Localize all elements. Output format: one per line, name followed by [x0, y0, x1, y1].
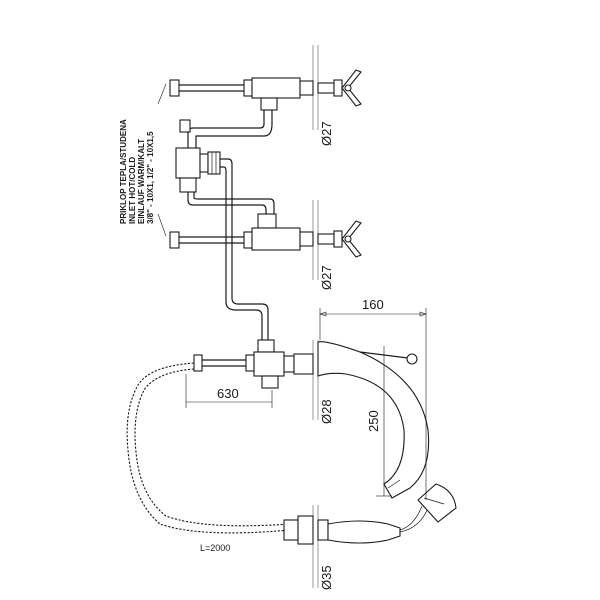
- note-line-4: 3/8" - 10X1, 1/2" - 10X1,5: [146, 131, 155, 224]
- wall-lines: [312, 45, 319, 588]
- dim-offset: 630: [217, 386, 239, 401]
- dim-spout-height: 250: [366, 410, 381, 432]
- dim-top-diameter: Ø27: [319, 121, 334, 146]
- hose-length-label: L=2000: [200, 543, 230, 553]
- note-line-2: INLET HOT/COLD: [128, 157, 137, 224]
- note-line-3: EINLAUF WARM/KALT: [137, 139, 146, 224]
- spout-assembly: [193, 339, 430, 499]
- hose: [126, 362, 291, 534]
- dim-spout-reach: 160: [362, 297, 384, 312]
- hand-shower: [283, 483, 457, 545]
- dim-mid-diameter: Ø27: [319, 265, 334, 290]
- inlet-notes: PRIKLOP TEPLA/STUDENA INLET HOT/COLD EIN…: [119, 119, 155, 224]
- dim-hand-diameter: Ø35: [319, 565, 334, 590]
- dim-spout-diameter: Ø28: [319, 399, 334, 424]
- dimension-lines: [157, 83, 427, 500]
- connecting-pipes: [175, 119, 275, 341]
- note-line-1: PRIKLOP TEPLA/STUDENA: [119, 119, 128, 224]
- middle-valve: [169, 213, 362, 258]
- top-valve: [169, 69, 362, 125]
